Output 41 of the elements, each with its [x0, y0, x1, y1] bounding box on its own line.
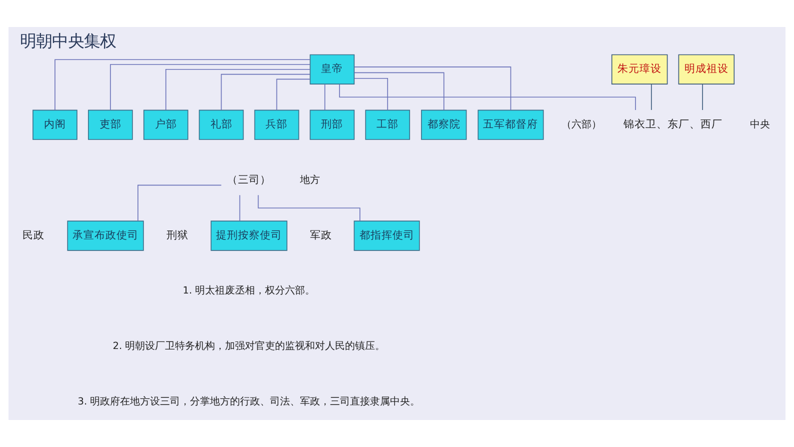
connector — [324, 84, 326, 110]
node-box: 工部 — [365, 110, 410, 140]
connector — [702, 84, 703, 110]
connector — [339, 84, 636, 110]
connector — [220, 74, 310, 110]
connector — [354, 72, 444, 110]
node-box: 五军都督府 — [478, 110, 544, 140]
node-label: 刑狱 — [166, 230, 188, 242]
connector — [54, 59, 310, 110]
label: 地方 — [300, 174, 320, 186]
label: （六部） — [562, 119, 602, 130]
node-box: 提刑按察使司 — [210, 220, 288, 251]
node-box: 户部 — [143, 110, 188, 140]
node-box: 承宣布政使司 — [67, 220, 144, 251]
node-box: 内阁 — [32, 110, 78, 140]
connector — [650, 84, 652, 110]
label: 中央 — [750, 119, 770, 130]
connector — [110, 64, 311, 110]
node-text: 锦衣卫、东厂、西厂 — [623, 118, 722, 131]
node-label: 军政 — [310, 230, 332, 242]
diagram-title: 明朝中央集权 — [20, 32, 116, 51]
connector — [165, 69, 310, 110]
node-box: 刑部 — [310, 110, 355, 140]
node-box: 都察院 — [421, 110, 467, 140]
label: 1. 明太祖废丞相，权分六部。 — [182, 286, 316, 297]
node-box: 吏部 — [88, 110, 133, 140]
node-box: 都指挥使司 — [354, 220, 420, 251]
node-box: 兵部 — [254, 110, 300, 140]
connector — [239, 194, 240, 222]
node-box: 明成祖设 — [678, 54, 735, 84]
label: 2. 明朝设厂卫特务机构，加强对官吏的监视和对人民的镇压。 — [112, 341, 386, 352]
node-box: 礼部 — [198, 110, 244, 140]
node-box: 朱元璋设 — [611, 54, 668, 84]
node-text: （三司） — [227, 174, 272, 186]
connector — [138, 184, 222, 222]
label: 3. 明政府在地方设三司，分掌地方的行政、司法、军政，三司直接隶属中央。 — [78, 396, 420, 408]
connector — [354, 78, 388, 111]
node-label: 民政 — [22, 230, 45, 242]
connector — [354, 66, 512, 110]
node-box: 皇帝 — [310, 54, 355, 84]
connector — [276, 78, 310, 111]
